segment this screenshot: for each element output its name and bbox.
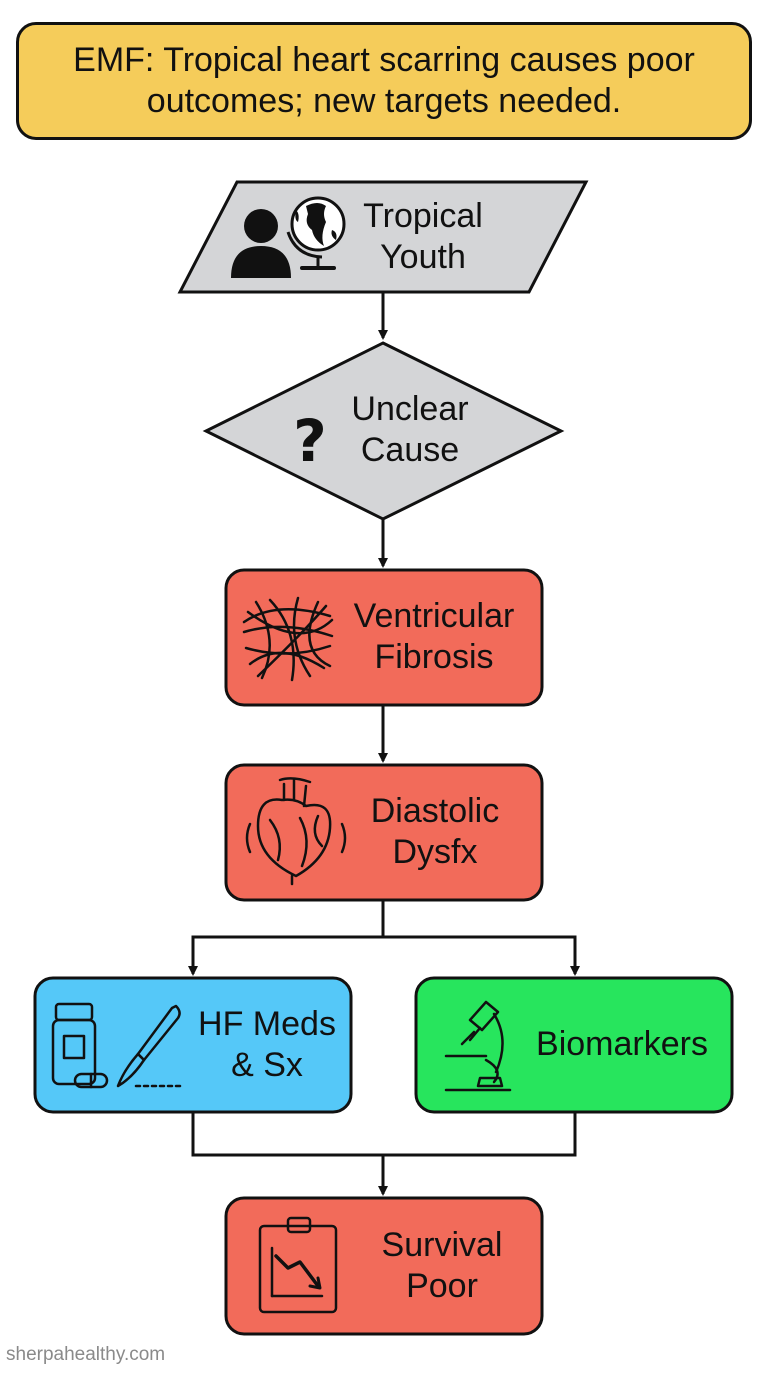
connectors	[188, 292, 580, 1196]
label-hf-meds: HF Meds & Sx	[184, 1004, 350, 1087]
pill-bottle-icon	[51, 1002, 109, 1089]
globe-icon	[286, 196, 346, 270]
node-unclear-cause	[202, 341, 565, 521]
question-mark-icon: ?	[293, 407, 327, 475]
clipboard-chart-icon	[258, 1216, 338, 1314]
scalpel-icon	[116, 1004, 184, 1088]
node-hf-meds	[33, 976, 353, 1114]
fiber-tangle-icon	[242, 596, 334, 682]
label-line-2: Fibrosis	[374, 638, 494, 677]
person-icon	[231, 209, 291, 278]
arrow-diastolic-to-biomarkers	[383, 935, 580, 976]
watermark: sherpahealthy.com	[6, 1344, 166, 1365]
node-ventricular-fibrosis	[224, 568, 544, 707]
label-line-2: Poor	[406, 1267, 478, 1306]
label-ventricular-fibrosis: Ventricular Fibrosis	[332, 596, 536, 679]
label-line-1: Ventricular	[353, 597, 515, 635]
merge-line	[191, 1112, 577, 1157]
label-line-2: Cause	[360, 431, 460, 470]
label-line-1: Tropical	[363, 197, 483, 235]
title-text: EMF: Tropical heart scarring causes poor…	[73, 40, 695, 120]
label-line-1: HF Meds	[198, 1005, 336, 1043]
label-survival-poor: Survival Poor	[352, 1225, 532, 1308]
arrow-diastolic-to-meds	[188, 900, 385, 976]
label-line-1: Unclear	[351, 390, 469, 428]
label-line-1: Biomarkers	[536, 1025, 708, 1063]
label-line-2: Youth	[380, 238, 466, 277]
label-line-1: Survival	[381, 1226, 503, 1264]
microscope-icon	[444, 1000, 512, 1092]
label-line-1: Diastolic	[370, 792, 500, 830]
label-diastolic-dysfx: Diastolic Dysfx	[350, 791, 520, 874]
label-unclear-cause: Unclear Cause	[325, 389, 495, 472]
label-line-2: Dysfx	[392, 833, 478, 872]
label-tropical-youth: Tropical Youth	[338, 196, 508, 279]
label-biomarkers: Biomarkers	[518, 1024, 726, 1065]
heart-icon	[245, 777, 347, 886]
title-banner: EMF: Tropical heart scarring causes poor…	[16, 22, 752, 140]
label-line-2: & Sx	[231, 1046, 303, 1085]
